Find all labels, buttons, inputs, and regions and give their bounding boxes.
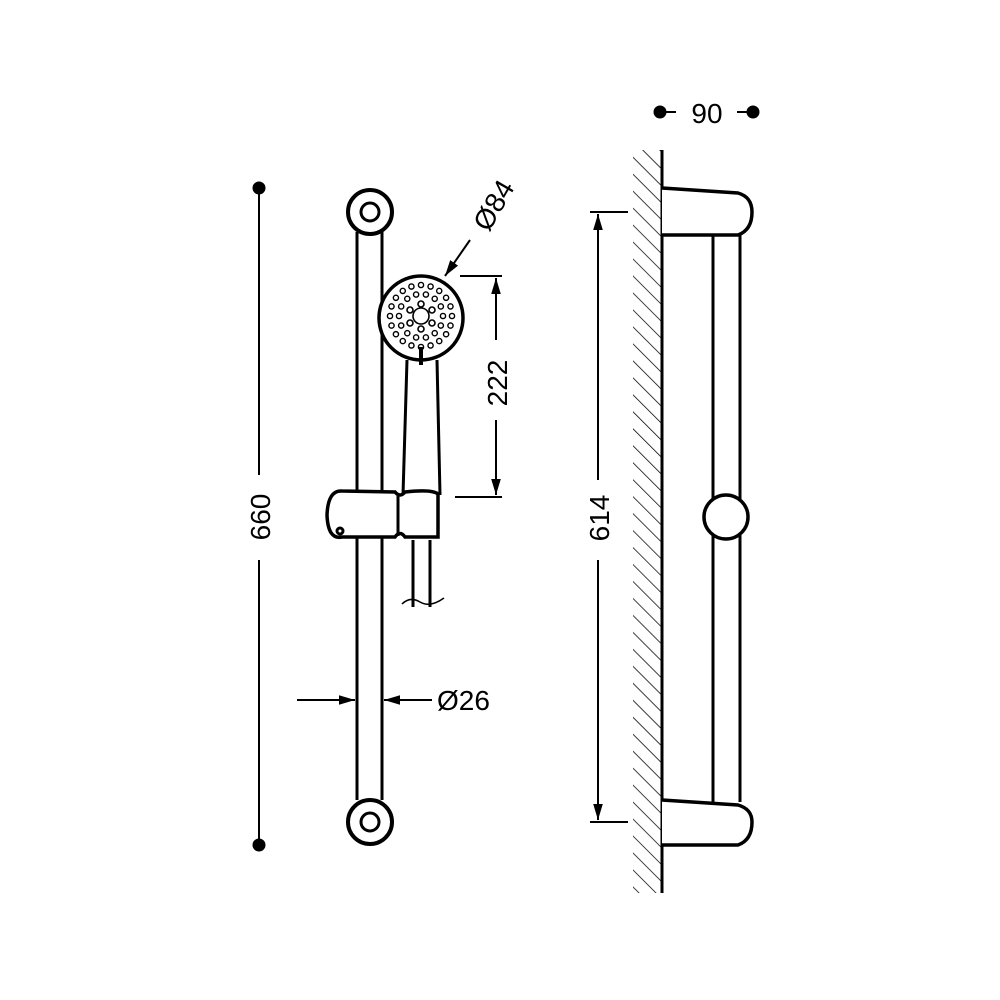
nozzle (403, 295, 411, 303)
nozzle (403, 329, 411, 337)
nozzle (442, 294, 450, 302)
dimension-head-diameter: Ø84 (444, 175, 520, 277)
nozzle (408, 342, 415, 349)
nozzle (435, 337, 443, 345)
nozzle (448, 312, 456, 320)
nozzle (399, 337, 407, 345)
dim-222-label: 222 (482, 360, 513, 407)
dim-614-label: 614 (584, 495, 615, 542)
hose (401, 540, 445, 607)
nozzle (427, 342, 434, 349)
nozzle (431, 329, 439, 337)
bottom-bracket-side (661, 798, 754, 847)
nozzle (439, 312, 447, 320)
dim-90-label: 90 (691, 98, 722, 129)
nozzle (388, 322, 395, 329)
dimension-rail-diameter: Ø26 (297, 685, 490, 716)
nozzle (431, 295, 439, 303)
bottom-bracket (346, 798, 394, 846)
slider-knob (702, 493, 750, 541)
nozzle (442, 330, 450, 338)
front-view (325, 188, 465, 846)
nozzle (397, 322, 405, 329)
nozzle (412, 334, 420, 341)
nozzle (386, 312, 394, 320)
dimension-wall-projection: 90 (653, 98, 760, 129)
side-view (633, 150, 754, 893)
wall-hatch (633, 150, 662, 893)
nozzle (417, 281, 425, 289)
nozzle (447, 322, 454, 329)
dim-26-label: Ø26 (437, 685, 490, 716)
dim-660-label: 660 (245, 494, 276, 541)
dimension-bracket-spacing: 614 (584, 211, 628, 823)
dimension-total-height: 660 (245, 181, 276, 852)
nozzle (408, 283, 415, 290)
nozzle (412, 291, 420, 298)
nozzle (437, 322, 445, 329)
spray-nozzles (406, 300, 436, 333)
nozzle (399, 287, 407, 295)
slider (325, 489, 440, 540)
nozzle (447, 303, 454, 310)
dimension-head-height: 222 (455, 275, 513, 498)
nozzle (422, 334, 430, 341)
nozzle (427, 283, 434, 290)
nozzle (435, 287, 443, 295)
dim-84-label: Ø84 (467, 175, 520, 236)
nozzle (392, 330, 400, 338)
nozzle (437, 303, 445, 310)
nozzle (422, 291, 430, 298)
nozzle (395, 312, 403, 320)
top-bracket-side (661, 186, 754, 237)
nozzle (388, 303, 395, 310)
nozzle (397, 303, 405, 310)
hand-shower (377, 274, 465, 496)
nozzle (392, 294, 400, 302)
top-bracket (346, 188, 394, 236)
